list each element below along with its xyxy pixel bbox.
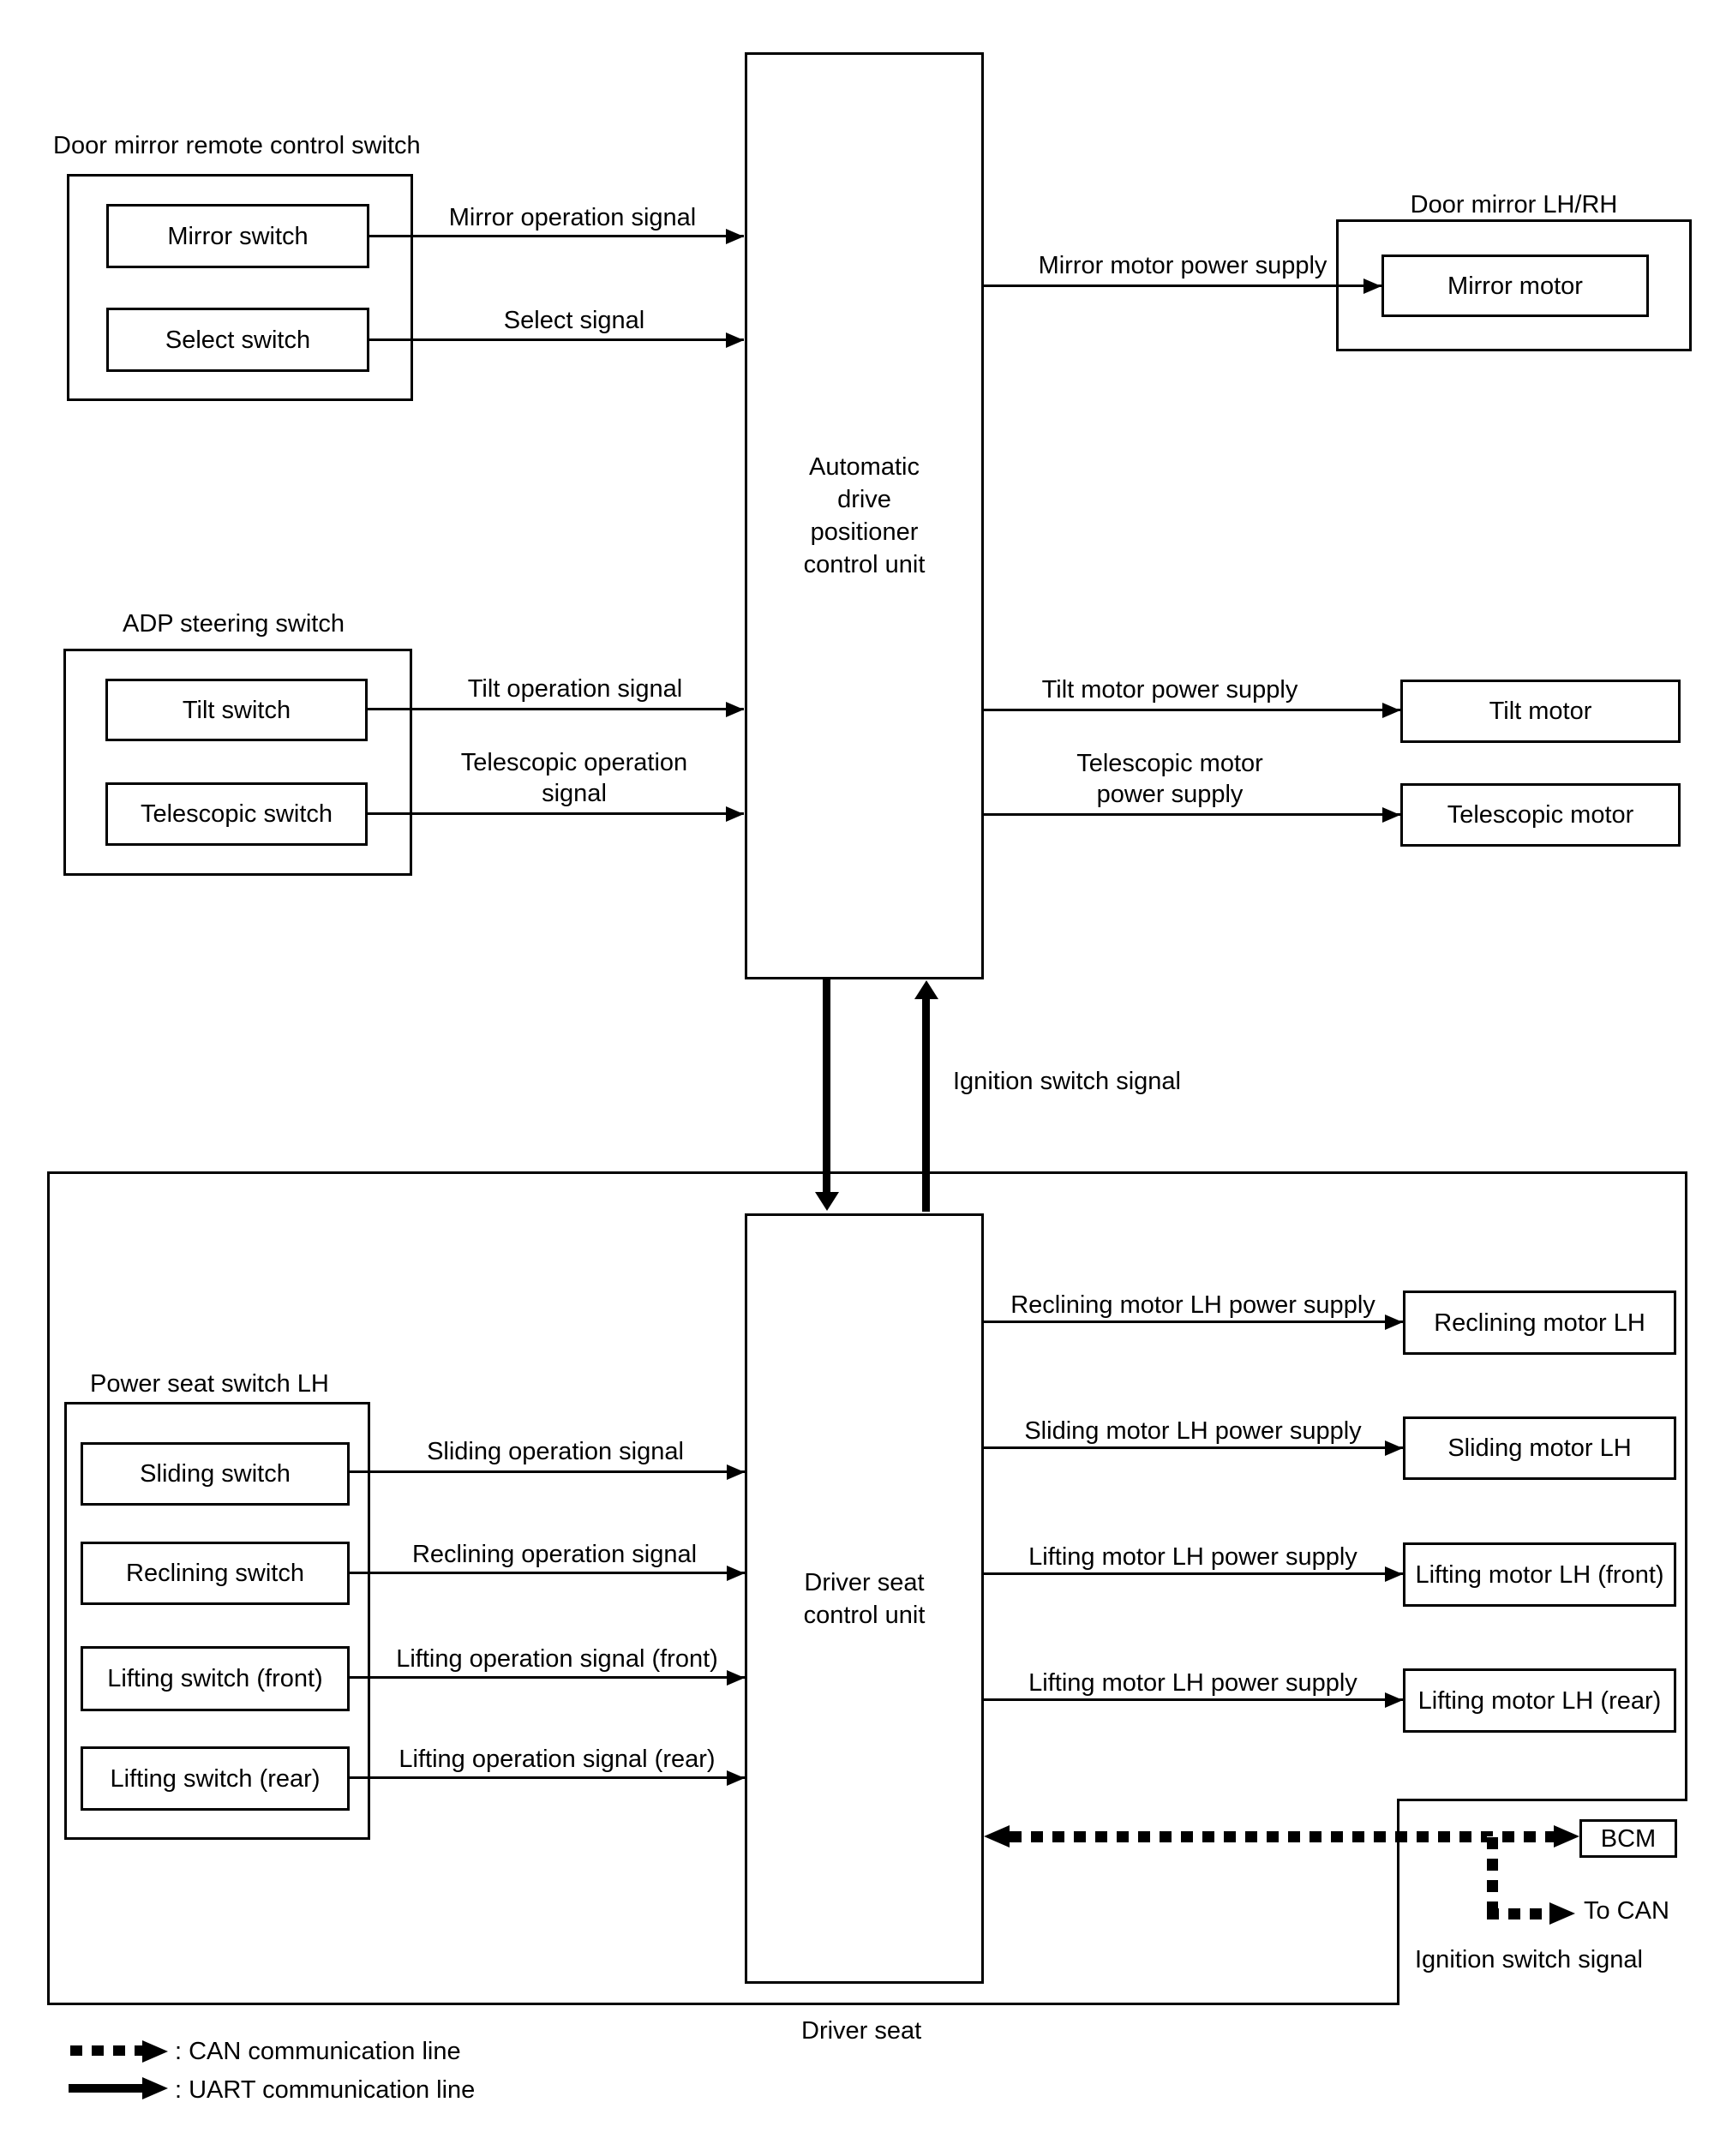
select-switch-box: Select switch [106, 308, 369, 372]
legend-uart-arrowhead [142, 2077, 168, 2099]
sliding-motor-lh-box: Sliding motor LH [1403, 1416, 1676, 1480]
legend-can-line-sample [70, 2045, 142, 2056]
driver-seat-box-bottom [47, 2003, 1399, 2005]
lifting-motor-rear-supply-arrow [984, 1698, 1403, 1701]
select-signal-label: Select signal [503, 307, 645, 334]
lifting-motor-front-supply-arrow [984, 1572, 1403, 1575]
bcm-box: BCM [1579, 1819, 1677, 1858]
mirror-operation-signal-label: Mirror operation signal [448, 204, 697, 231]
can-branch-vertical [1487, 1836, 1498, 1913]
lifting-operation-front-label: Lifting operation signal (front) [396, 1645, 718, 1673]
driver-seat-control-unit-box: Driver seat control unit [745, 1213, 984, 1984]
telescopic-operation-signal-label: Telescopic operation signal [460, 749, 688, 807]
telescopic-motor-box: Telescopic motor [1400, 783, 1681, 847]
reclining-motor-supply-arrow [984, 1321, 1403, 1323]
reclining-motor-supply-label: Reclining motor LH power supply [1010, 1291, 1375, 1319]
legend-can-label: : CAN communication line [175, 2038, 461, 2065]
lifting-operation-rear-label: Lifting operation signal (rear) [399, 1746, 716, 1773]
lifting-motor-rear-supply-label: Lifting motor LH power supply [1028, 1669, 1357, 1697]
lifting-motor-front-supply-label: Lifting motor LH power supply [1028, 1543, 1357, 1571]
ignition-switch-signal-bottom-label: Ignition switch signal [1415, 1946, 1643, 1973]
reclining-operation-arrow [350, 1572, 745, 1574]
can-arrowhead-left [984, 1825, 1010, 1848]
to-can-label: To CAN [1584, 1897, 1669, 1925]
telescopic-operation-arrow [368, 812, 744, 815]
uart-arrow-down [823, 979, 830, 1193]
can-branch-horizontal [1487, 1908, 1549, 1919]
legend-can-arrowhead [142, 2040, 168, 2063]
uart-arrow-up [922, 998, 930, 1212]
sliding-motor-supply-label: Sliding motor LH power supply [1024, 1417, 1362, 1445]
tilt-motor-box: Tilt motor [1400, 680, 1681, 743]
tilt-switch-box: Tilt switch [105, 679, 368, 741]
driver-seat-box-right [1685, 1171, 1687, 1801]
mirror-motor-supply-arrow [984, 284, 1381, 287]
telescopic-motor-supply-arrow [984, 813, 1400, 816]
telescopic-motor-supply-label: Telescopic motor power supply [1076, 750, 1263, 808]
tilt-motor-supply-arrow [984, 709, 1400, 711]
tilt-operation-signal-label: Tilt operation signal [467, 675, 683, 703]
driver-seat-label: Driver seat [801, 2017, 922, 2045]
tilt-motor-supply-label: Tilt motor power supply [1041, 676, 1298, 704]
can-branch-arrowhead [1549, 1902, 1575, 1925]
ignition-switch-signal-mid-label: Ignition switch signal [953, 1068, 1181, 1095]
legend-uart-label: : UART communication line [175, 2076, 476, 2104]
power-seat-group-label: Power seat switch LH [90, 1370, 329, 1398]
reclining-motor-lh-box: Reclining motor LH [1403, 1291, 1676, 1355]
lifting-switch-front-box: Lifting switch (front) [81, 1646, 350, 1711]
mirror-switch-box: Mirror switch [106, 204, 369, 268]
adp-steering-group-label: ADP steering switch [123, 610, 345, 638]
sliding-operation-signal-label: Sliding operation signal [427, 1438, 684, 1465]
sliding-switch-box: Sliding switch [81, 1442, 350, 1506]
sliding-operation-arrow [350, 1470, 745, 1473]
adp-control-unit-box: Automatic drive positioner control unit [745, 52, 984, 979]
lifting-operation-rear-arrow [350, 1776, 745, 1779]
lifting-motor-lh-rear-box: Lifting motor LH (rear) [1403, 1668, 1676, 1733]
door-mirror-remote-group-label: Door mirror remote control switch [53, 132, 421, 159]
lifting-switch-rear-box: Lifting switch (rear) [81, 1746, 350, 1811]
legend-uart-line-sample [69, 2084, 142, 2093]
can-line [1010, 1831, 1555, 1842]
driver-seat-box-top [47, 1171, 1687, 1174]
tilt-operation-arrow [368, 708, 744, 710]
driver-seat-box-left [47, 1171, 50, 2005]
lifting-operation-front-arrow [350, 1676, 745, 1679]
mirror-operation-arrow [369, 235, 744, 237]
driver-seat-box-notch-top [1397, 1799, 1687, 1801]
reclining-operation-signal-label: Reclining operation signal [411, 1541, 698, 1568]
mirror-motor-box: Mirror motor [1381, 255, 1649, 317]
reclining-switch-box: Reclining switch [81, 1542, 350, 1605]
door-mirror-lhrh-label: Door mirror LH/RH [1410, 191, 1618, 219]
can-arrowhead-right [1554, 1825, 1579, 1848]
mirror-motor-supply-label: Mirror motor power supply [1038, 252, 1327, 279]
sliding-motor-supply-arrow [984, 1446, 1403, 1449]
lifting-motor-lh-front-box: Lifting motor LH (front) [1403, 1542, 1676, 1607]
select-signal-arrow [369, 338, 744, 341]
telescopic-switch-box: Telescopic switch [105, 782, 368, 846]
driver-seat-box-notch-left [1397, 1799, 1399, 2005]
